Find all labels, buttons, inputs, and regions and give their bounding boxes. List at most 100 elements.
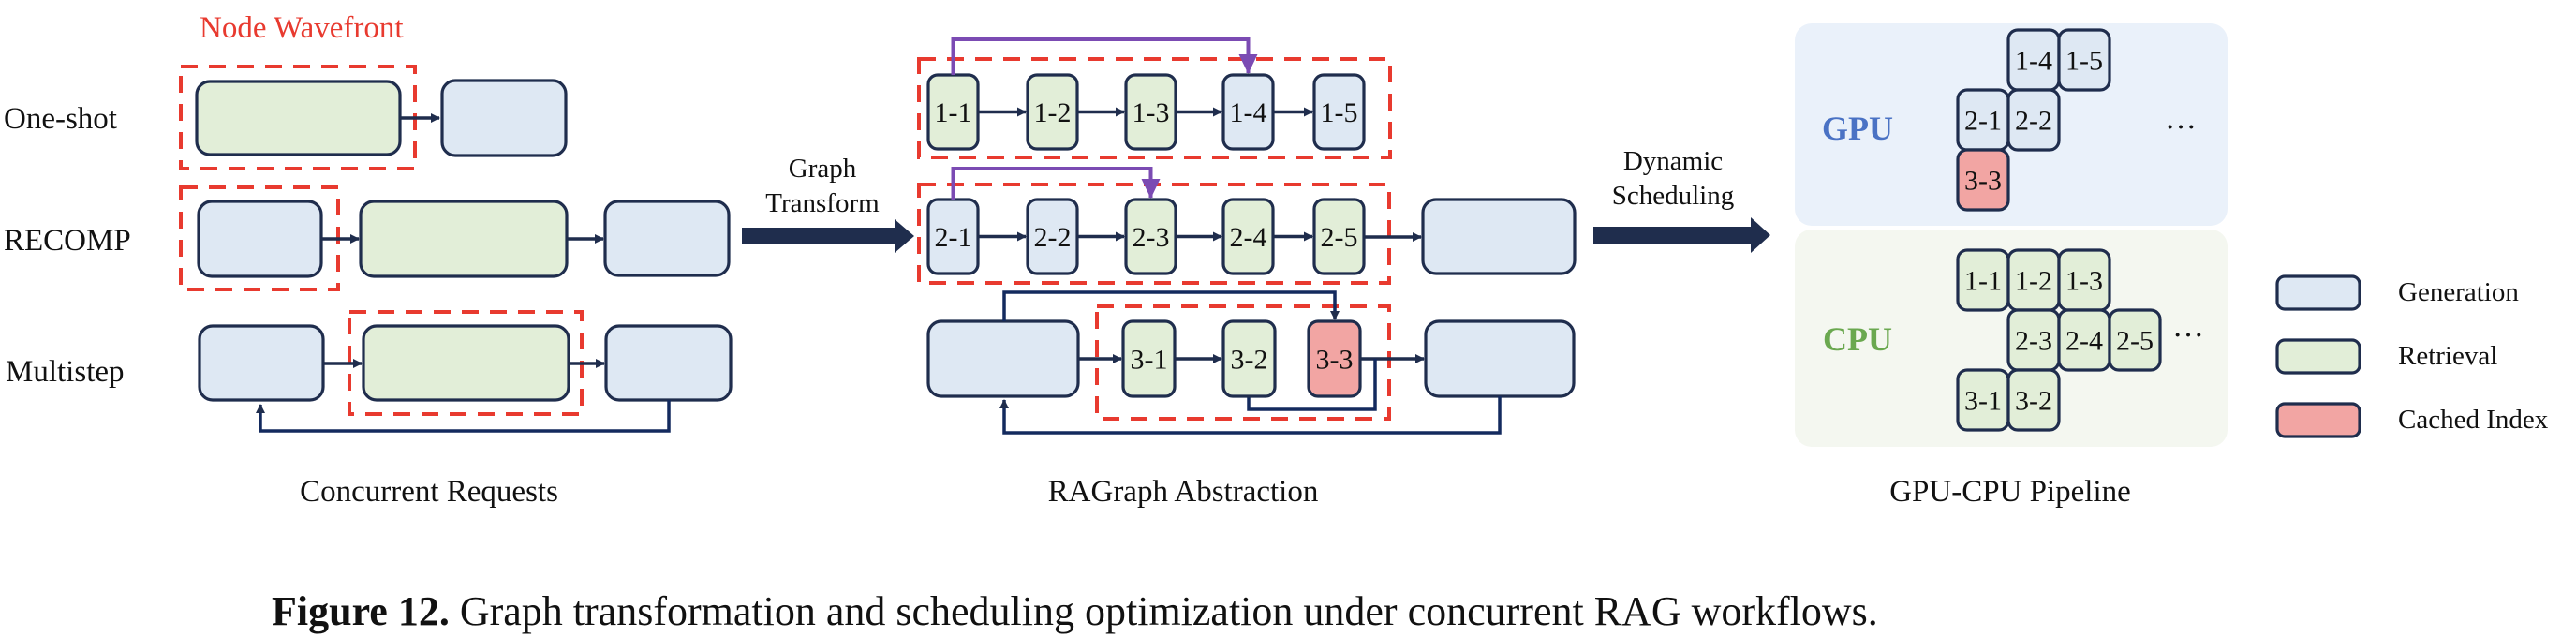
ragraph-node-2-5: 2-5 [1312,198,1366,275]
node-id-label: 3-3 [1316,345,1354,376]
pipeline-cell-2-5: 2-5 [2108,308,2162,372]
node-id-label: 1-3 [2065,266,2103,297]
generation-node-box [2057,28,2111,92]
pipeline-cell-2-3: 2-3 [2006,308,2061,372]
node-id-label: 3-3 [1964,166,2002,197]
legend-label: Retrieval [2398,341,2497,371]
generation-node [197,200,323,278]
retrieval-node-box [1221,319,1277,398]
pipeline-cell-3-1: 3-1 [1956,368,2010,432]
legend-item-generation: Generation [2275,274,2519,311]
wavefront-box [1095,304,1391,421]
retrieval-node [362,324,570,402]
wavefront-box [917,57,1392,159]
generation-node [1424,319,1576,398]
legend-item-retrieval: Retrieval [2275,338,2497,375]
node-id-label: 2-4 [2065,326,2103,357]
node-id-label: 1-2 [1034,97,1072,128]
generation-node [604,324,733,402]
node-id-label: 2-2 [1034,222,1072,253]
generation-node [1421,198,1577,275]
ragraph-node-3-2: 3-2 [1221,319,1277,398]
node-id-label: 2-1 [1964,106,2002,137]
legend-swatch [2275,402,2361,438]
retrieval-node-box [2006,368,2061,432]
gpu-cpu-pipeline-panel: GPU CPU ··· ··· GPU-CPU Pipeline 1-4 1-5 2… [1795,23,2228,509]
retrieval-node [359,200,569,278]
legend-item-cached-index: Cached Index [2275,402,2549,438]
ragraph-node-3-1: 3-1 [1121,319,1177,398]
node-id-label: 2-5 [2116,326,2154,357]
cached-index-node-box [1956,148,2010,212]
row-label-recomp: RECOMP [4,224,131,258]
row-label-multistep: Multistep [6,355,125,389]
pipeline-cell-2-2: 2-2 [2006,88,2061,152]
ragraph-node-2-2: 2-2 [1026,198,1079,275]
node-id-label: 2-5 [1321,222,1358,253]
pipeline-cell-1-4: 1-4 [2006,28,2061,92]
generation-node [926,319,1080,398]
node-id-label: 1-1 [935,97,972,128]
pipeline-cell-3-3: 3-3 [1956,148,2010,212]
node-id-label: 1-4 [1230,97,1267,128]
node-id-label: 2-3 [1133,222,1170,253]
node-wavefront-label: Node Wavefront [200,11,404,45]
graph-transform-label-line1: Graph [789,154,857,184]
node-id-label: 2-2 [2015,106,2052,137]
gpu-ellipsis: ··· [2165,111,2197,145]
dynamic-scheduling-label-line1: Dynamic [1623,146,1723,176]
node-id-label: 3-1 [1131,345,1168,376]
section-title-ragraph-abstraction: RAGraph Abstraction [1048,475,1319,509]
gpu-label: GPU [1822,110,1893,147]
graph-transform-arrow: Graph Transform [742,154,914,253]
skip-edge-arrow [1002,290,1340,321]
node-id-label: 1-5 [2065,46,2103,77]
pipeline-cell-2-4: 2-4 [2057,308,2111,372]
ragraph-node-2-3: 2-3 [1124,198,1177,275]
feedback-loop-arrow [999,396,1502,435]
legend-label: Cached Index [2398,405,2549,435]
skip-arrowhead-icon [1141,179,1161,199]
node-id-label: 1-2 [2015,266,2052,297]
node-id-label: 1-1 [1964,266,2002,297]
generation-node [198,324,325,402]
node-id-label: 1-4 [2015,46,2052,77]
cpu-ellipsis: ··· [2172,318,2204,353]
figure-caption: Figure 12. Graph transformation and sche… [272,588,1878,634]
node-id-label: 1-5 [1321,97,1358,128]
generation-node [603,200,731,277]
ragraph-node-1-1: 1-1 [926,73,980,151]
cpu-label: CPU [1823,320,1892,358]
big-right-arrow-icon [742,219,914,253]
ragraph-node-1-2: 1-2 [1026,73,1079,151]
legend-swatch [2275,274,2361,311]
node-id-label: 1-3 [1133,97,1170,128]
retrieval-node-box [1312,198,1366,275]
skip-arrowhead-icon [1238,54,1258,74]
generation-node [440,79,568,157]
ragraph-node-2-4: 2-4 [1221,198,1275,275]
node-id-label: 3-2 [1231,345,1268,376]
ragraph-node-2-1: 2-1 [926,198,980,275]
dynamic-scheduling-label-line2: Scheduling [1612,181,1735,211]
node-id-label: 3-1 [1964,386,2002,417]
ragraph-node-3-3: 3-3 [1307,319,1362,398]
legend-swatch [2275,338,2361,375]
section-title-gpu-cpu-pipeline: GPU-CPU Pipeline [1889,475,2131,509]
ragraph-node-1-5: 1-5 [1312,73,1366,151]
big-right-arrow-icon [1593,217,1770,253]
concurrent-requests-panel: Node Wavefront One-shot RECOMP Multistep… [4,11,733,509]
ragraph-node-1-4: 1-4 [1221,73,1275,151]
ragraph-node-1-3: 1-3 [1124,73,1177,151]
row-label-one-shot: One-shot [4,102,117,136]
pipeline-cell-1-1: 1-1 [1956,248,2010,312]
pipeline-cell-3-2: 3-2 [2006,368,2061,432]
caption-text: Graph transformation and scheduling opti… [450,588,1878,634]
pipeline-cell-1-5: 1-5 [2057,28,2111,92]
loop-edge [1247,359,1377,411]
pipeline-cell-2-1: 2-1 [1956,88,2010,152]
legend-label: Generation [2398,277,2519,307]
node-id-label: 3-2 [2015,386,2052,417]
pipeline-cell-1-2: 1-2 [2006,248,2061,312]
